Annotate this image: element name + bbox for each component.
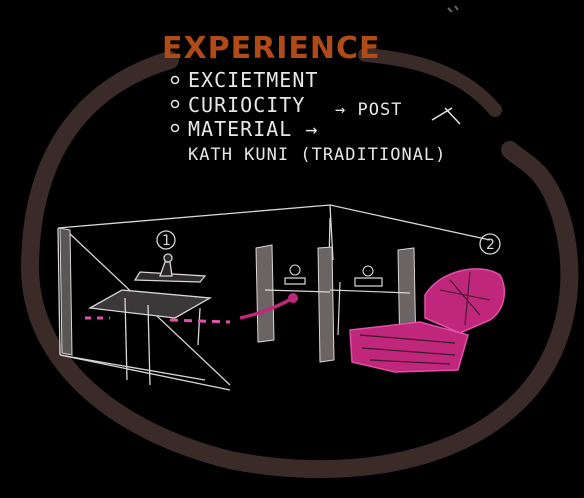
bullet-dot-2: [170, 99, 180, 109]
marker-1-label: 1: [162, 233, 171, 249]
oval-frame: [20, 48, 579, 479]
note-bullet-material: MATERIAL →: [188, 117, 318, 141]
note-bullet-curiosity: CURIOCITY: [188, 93, 305, 117]
marker-1: 1: [156, 230, 176, 250]
note-kath-kuni: KATH KUNI (TRADITIONAL): [188, 145, 446, 165]
visitor-path: [85, 293, 298, 324]
stray-mark: [447, 5, 459, 13]
note-curiosity-arrow: → POST: [335, 100, 402, 120]
note-bullet-excitement: EXCIETMENT: [188, 68, 318, 92]
pillar-left: [255, 244, 275, 343]
kath-kuni-seat: [349, 268, 506, 373]
marker-2: 2: [479, 233, 501, 255]
marker-2-label: 2: [486, 237, 495, 253]
post-scribble: [431, 107, 461, 125]
display-table-1: [87, 253, 213, 386]
notes-list: EXCIETMENT CURIOCITY → POST MATERIAL → K…: [170, 68, 461, 165]
left-wall-panel: [59, 227, 73, 356]
title: EXPERIENCE: [162, 31, 380, 66]
bullet-dot-1: [170, 75, 180, 85]
bullet-dot-3: [170, 123, 180, 133]
